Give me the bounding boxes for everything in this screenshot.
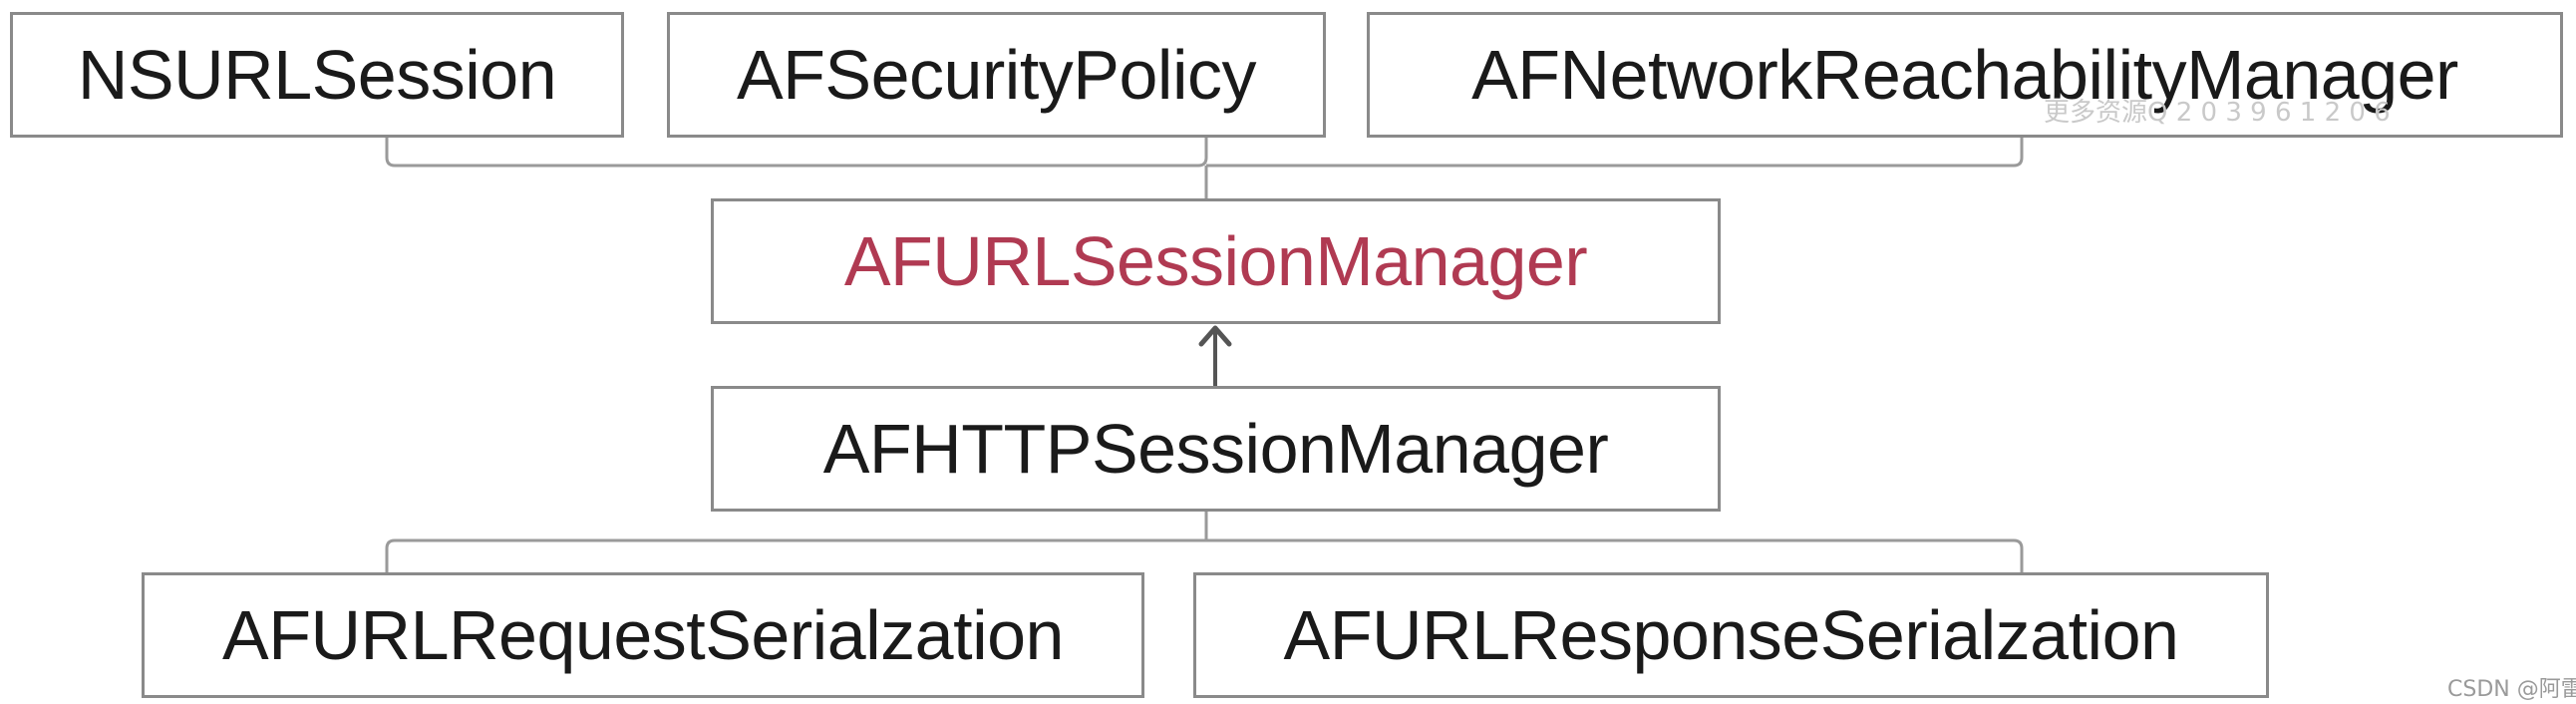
top-bracket-line [385,138,2024,168]
node-afurlresponseserialzation: AFURLResponseSerialzation [1193,572,2269,698]
node-afurlsessionmanager: AFURLSessionManager [711,198,1721,324]
node-afnetworkreachabilitymanager: AFNetworkReachabilityManager [1367,12,2563,138]
node-label: AFURLResponseSerialzation [1283,596,2179,674]
node-label: AFNetworkReachabilityManager [1471,36,2458,114]
inheritance-arrow-head-icon [1198,325,1232,347]
bottom-bracket-line [385,538,2024,572]
node-afurlrequestserialzation: AFURLRequestSerialzation [142,572,1144,698]
node-label: AFSecurityPolicy [736,36,1257,114]
node-nsurlsession: NSURLSession [10,12,624,138]
node-afsecuritypolicy: AFSecurityPolicy [667,12,1326,138]
node-afhttpsessionmanager: AFHTTPSessionManager [711,386,1721,512]
watermark-top: 更多资源Q 2 0 3 9 6 1 2 0 6 [2044,98,2391,128]
node-label: NSURLSession [77,36,557,114]
watermark-csdn: CSDN @阿雷_ [2447,677,2576,702]
node-label: AFURLRequestSerialzation [222,596,1064,674]
node-label: AFURLSessionManager [843,222,1588,300]
node-label: AFHTTPSessionManager [822,410,1609,488]
